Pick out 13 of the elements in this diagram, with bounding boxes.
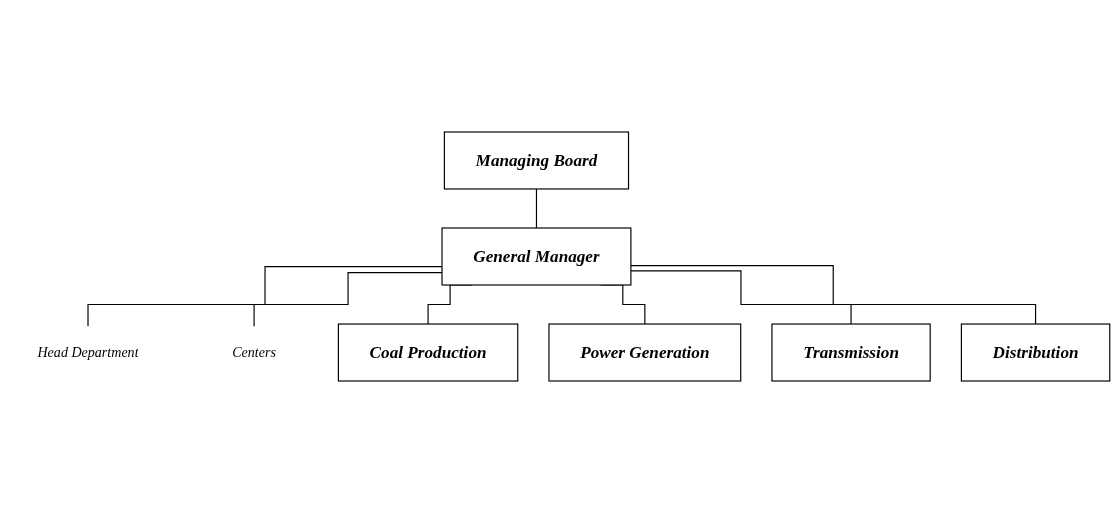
node-box: Managing Board — [443, 131, 630, 190]
node-box: Coal Production — [337, 323, 519, 382]
connector — [253, 271, 443, 327]
node-text: Head Department — [37, 344, 139, 360]
node-box: General Manager — [441, 227, 632, 286]
connector — [535, 188, 538, 229]
connector — [87, 266, 443, 327]
node-box: Distribution — [960, 323, 1111, 382]
connector — [630, 265, 1037, 325]
node-text: Centers — [232, 344, 276, 360]
node-box: Transmission — [771, 323, 931, 382]
connector — [630, 270, 852, 325]
node-box: Power Generation — [548, 323, 742, 382]
